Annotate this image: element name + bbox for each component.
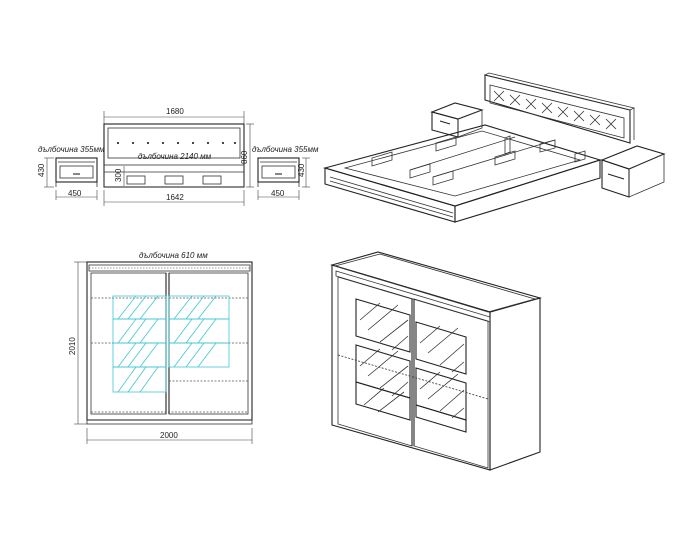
bed-iso-nightstand-right-top (600, 145, 666, 170)
bed-iso-headboard-crosses (493, 90, 617, 130)
nightstand-left-depth-label: дълбочина 355мм (38, 145, 105, 154)
bed-isometric-view (322, 72, 666, 223)
bed-base-slot (202, 175, 222, 185)
wardrobe-iso-glass-right (415, 321, 467, 433)
wardrobe-height-label: 2010 (68, 337, 77, 355)
nightstand-right-drawer (261, 165, 296, 179)
wardrobe-isometric-view (330, 251, 543, 471)
nightstand-left-front-view: дълбочина 355мм 430 450 (37, 145, 105, 200)
headboard-buttons (116, 141, 237, 145)
bed-height-label: 860 (240, 150, 249, 164)
wardrobe-front-view: дълбочина 610 мм (68, 251, 253, 444)
wardrobe-left-door (90, 272, 167, 415)
bed-iso-headboard-panel (489, 84, 625, 139)
bed-iso-nightstand-left-top (430, 102, 484, 120)
nightstand-right-front-view: дълбочина 355мм 430 450 (252, 145, 319, 200)
nightstand-left-body (55, 157, 98, 183)
nightstand-left-drawer (59, 165, 94, 179)
bed-iso-frame-side (454, 159, 601, 223)
nightstand-right-body (257, 157, 300, 183)
wardrobe-iso-top-trim (335, 270, 491, 323)
bed-base-slot (164, 175, 184, 185)
bed-inner-width-label: 1642 (166, 193, 184, 202)
wardrobe-iso-top (330, 251, 543, 313)
bed-front-view: 1680 дълбочина 2140 мм 300 860 (103, 107, 254, 206)
bed-width-label: 1680 (166, 107, 184, 116)
wardrobe-depth-label: дълбочина 610 мм (139, 251, 208, 260)
bed-iso-headboard (484, 74, 631, 144)
nightstand-right-width-label: 450 (271, 189, 285, 198)
bed-headboard-panel (107, 127, 241, 159)
wardrobe-iso-side (489, 297, 541, 471)
wardrobe-plinth (86, 419, 253, 425)
wardrobe-right-door (168, 272, 249, 415)
bed-base-slot (126, 175, 146, 185)
bed-iso-nightstand-right-front (601, 159, 630, 198)
bed-base (103, 164, 245, 188)
nightstand-right-depth-label: дълбочина 355мм (252, 145, 319, 154)
bed-inner-height-label: 300 (114, 168, 123, 182)
wardrobe-glass-panels (112, 295, 230, 393)
bed-iso-headboard-top (483, 72, 636, 111)
nightstand-right-height-label: 430 (297, 163, 306, 177)
wardrobe-iso-glass-left (355, 298, 411, 421)
wardrobe-iso-left-door (337, 276, 413, 447)
bed-depth-label: дълбочина 2140 мм (138, 152, 212, 161)
nightstand-left-width-label: 450 (68, 189, 82, 198)
bed-iso-supports (371, 135, 586, 186)
nightstand-left-height-label: 430 (37, 163, 46, 177)
wardrobe-width-label: 2000 (160, 431, 178, 440)
